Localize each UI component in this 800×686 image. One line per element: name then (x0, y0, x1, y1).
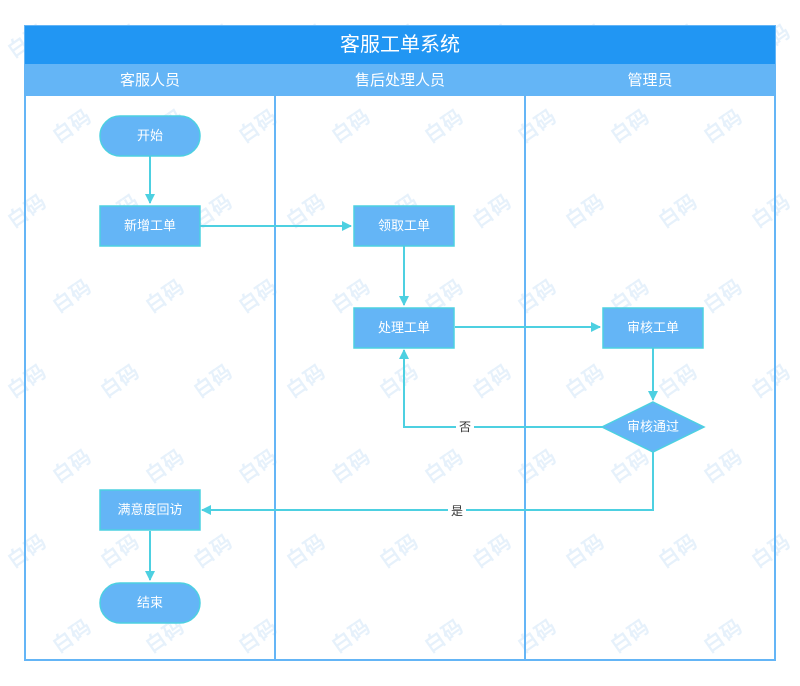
node-start[interactable] (99, 115, 201, 157)
node-new-ticket-label: 新增工单 (124, 218, 176, 234)
node-review-passed[interactable] (600, 401, 706, 453)
node-process-ticket[interactable] (353, 307, 455, 349)
node-end[interactable] (99, 582, 201, 624)
edge-decision-no (399, 349, 603, 428)
edge-label-no: 否 (459, 420, 471, 434)
edge-decision-yes (201, 452, 654, 515)
edge-label-yes-bg (448, 502, 466, 519)
node-satisfaction-visit[interactable] (99, 489, 201, 531)
node-start-label: 开始 (137, 129, 163, 144)
node-satisfaction-visit-label: 满意度回访 (117, 502, 182, 518)
node-review-passed-label: 审核通过 (627, 420, 679, 435)
node-claim-ticket[interactable] (353, 205, 455, 247)
edge-label-yes: 是 (451, 504, 463, 518)
edge-label-no-bg (456, 418, 474, 435)
lane-header-bar (25, 64, 775, 96)
lane-header-customer-service: 客服人员 (120, 71, 180, 89)
node-claim-ticket-label: 领取工单 (378, 219, 430, 234)
title-bar (25, 26, 775, 64)
lane-header-after-sales: 售后处理人员 (355, 71, 445, 89)
lane-header-manager: 管理员 (627, 71, 672, 89)
node-new-ticket[interactable] (99, 205, 201, 247)
node-process-ticket-label: 处理工单 (378, 321, 430, 336)
node-review-ticket[interactable] (602, 307, 704, 349)
node-review-ticket-label: 审核工单 (627, 321, 679, 336)
node-end-label: 结束 (137, 596, 163, 611)
diagram-title: 客服工单系统 (340, 32, 460, 56)
